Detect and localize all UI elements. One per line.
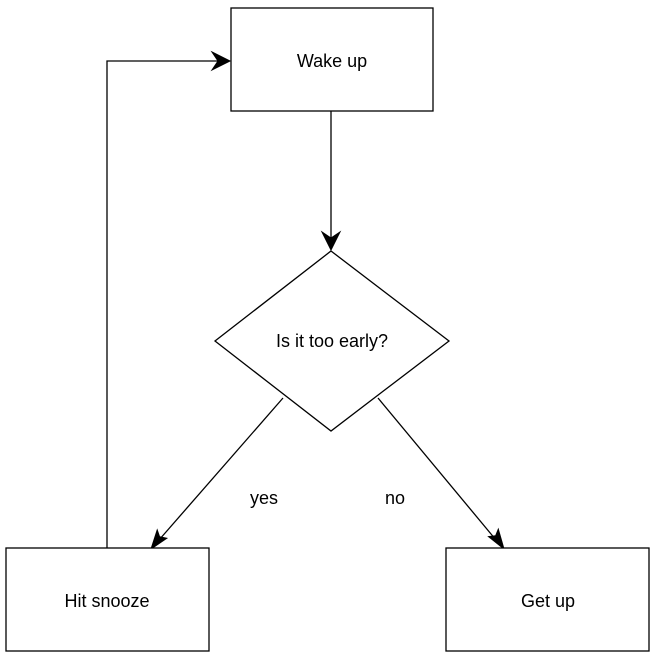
arrowhead-icon	[487, 527, 505, 551]
edge-wake-up-to-decision	[320, 111, 342, 252]
node-hit-snooze-box	[5, 547, 210, 652]
node-get-up-label: Get up	[521, 591, 575, 611]
arrowhead-icon	[150, 528, 169, 551]
node-hit-snooze-label: Hit snooze	[64, 591, 149, 611]
edge-label-yes: yes	[250, 488, 278, 508]
edge-line	[106, 60, 218, 548]
edge-decision-to-hit-snooze	[150, 397, 284, 551]
node-wake-up: Wake up	[230, 7, 434, 112]
edge-line	[377, 397, 497, 541]
edge-label-no: no	[385, 488, 405, 508]
node-get-up: Get up	[445, 547, 650, 652]
node-decision-label: Is it too early?	[276, 331, 388, 351]
node-decision-diamond	[213, 250, 451, 432]
node-wake-up-box	[230, 7, 434, 112]
node-hit-snooze: Hit snooze	[5, 547, 210, 652]
arrowhead-icon	[320, 230, 342, 252]
arrowhead-icon	[210, 50, 232, 72]
node-decision: Is it too early?	[213, 250, 451, 432]
node-wake-up-label: Wake up	[297, 51, 367, 71]
edge-decision-to-get-up	[377, 397, 505, 551]
edge-line	[158, 397, 284, 541]
node-get-up-box	[445, 547, 650, 652]
edge-hit-snooze-to-wake-up	[106, 50, 232, 548]
